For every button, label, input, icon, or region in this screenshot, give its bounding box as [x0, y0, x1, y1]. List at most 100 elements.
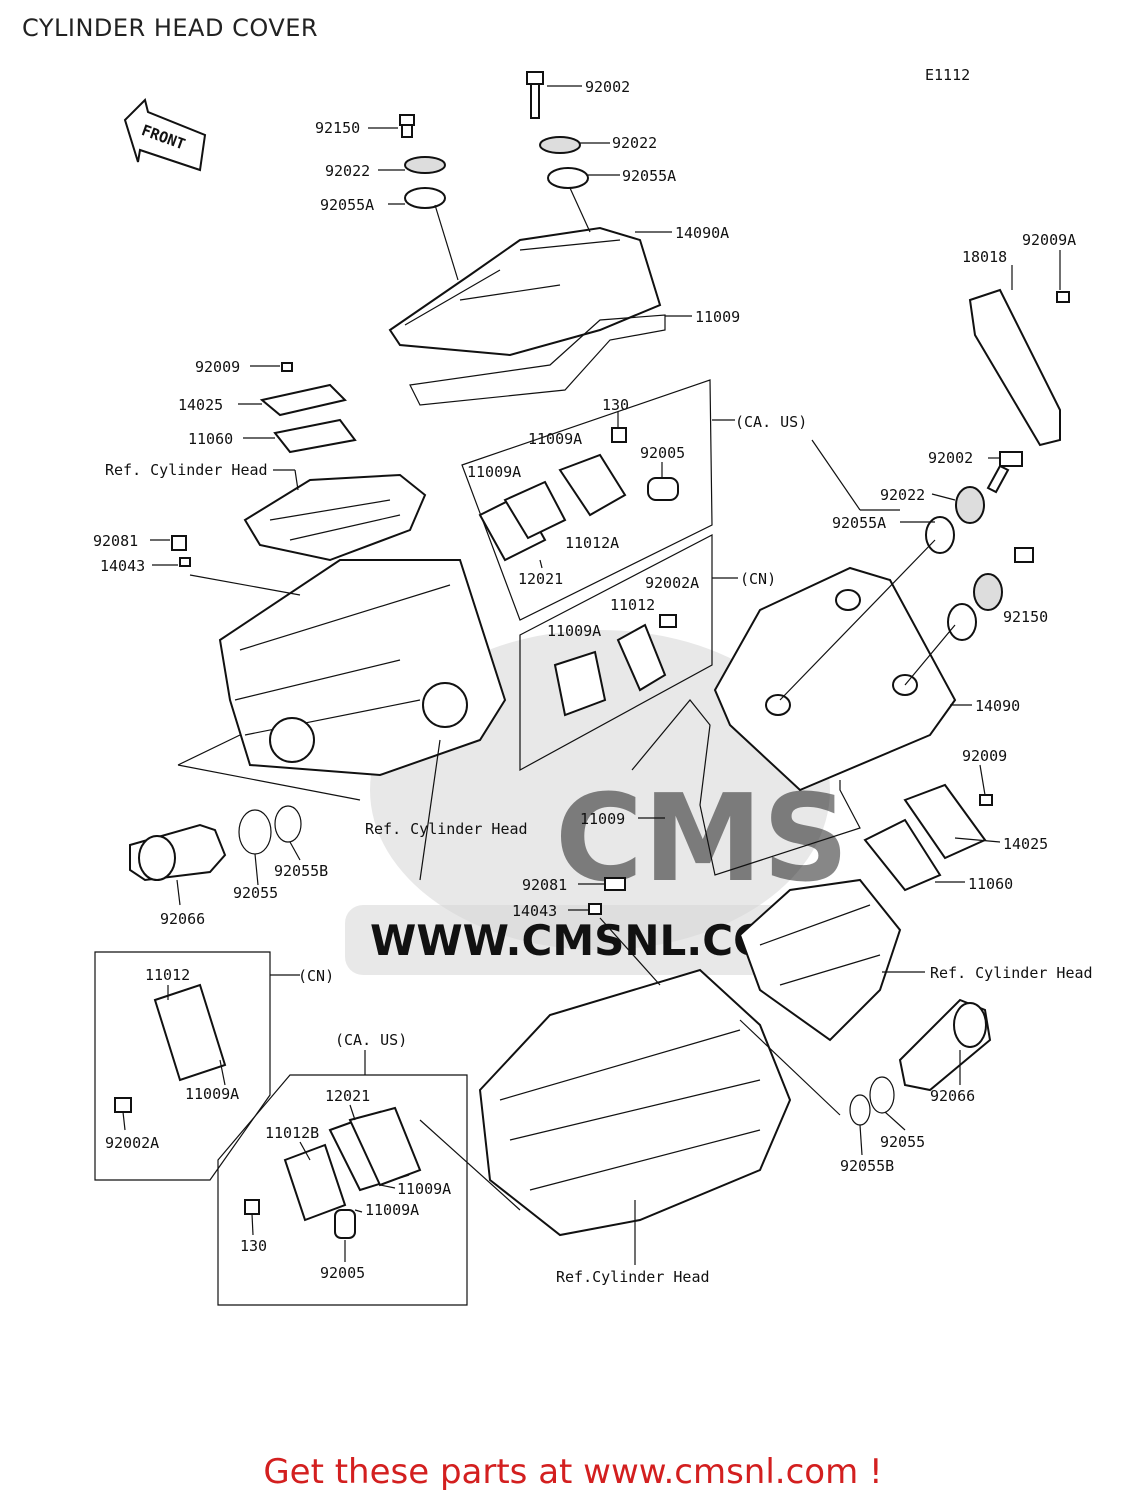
- screw-92009-left: [281, 362, 293, 372]
- label-11012A: 11012A: [565, 534, 619, 552]
- label-92009-left: 92009: [195, 358, 240, 376]
- diagram-code: E1112: [925, 66, 970, 84]
- label-11012B: 11012B: [265, 1124, 319, 1142]
- label-92022-right2: 92022: [880, 486, 925, 504]
- label-14043-right: 14043: [512, 902, 557, 920]
- reed-11012A: [558, 453, 627, 517]
- bolt-92002-top: [526, 71, 544, 119]
- head-cover-14090A: [388, 226, 662, 357]
- label-cn-top: (CN): [740, 570, 776, 588]
- screw-92009A: [1056, 291, 1070, 303]
- label-92055A-right2: 92055A: [832, 514, 886, 532]
- label-11009A-cn: 11009A: [547, 622, 601, 640]
- oring-92055B-right: [849, 1094, 871, 1126]
- dowel-14043-right: [588, 903, 602, 915]
- washer-92022-right: [539, 136, 581, 154]
- page-title: CYLINDER HEAD COVER: [22, 14, 319, 42]
- label-11009-mid: 11009: [580, 810, 625, 828]
- label-11009-top: 11009: [695, 308, 740, 326]
- label-14043-left: 14043: [100, 557, 145, 575]
- label-92002A-cn: 92002A: [645, 574, 699, 592]
- grommet-92055A-right: [547, 167, 589, 189]
- cover-11012-cn2: [153, 983, 227, 1082]
- group-box-ca-us-top: [461, 379, 713, 621]
- spring-92081-left: [171, 535, 187, 551]
- plug-92005-b: [334, 1209, 356, 1239]
- grommet-92055A-right2: [925, 516, 955, 554]
- spring-92081-right: [604, 877, 626, 891]
- label-14090: 14090: [975, 697, 1020, 715]
- cylinder-head-right-main: [478, 968, 792, 1237]
- reed-11009A-b: [348, 1106, 422, 1187]
- label-11009A-2: 11009A: [467, 463, 521, 481]
- gasket-11060-left: [273, 418, 357, 454]
- bolt-92002A-cn2: [114, 1097, 132, 1113]
- elbow-92066-left-end: [138, 835, 176, 881]
- dowel-14043-left: [179, 557, 191, 567]
- oring-92055-right: [869, 1076, 895, 1114]
- plug-92005-top: [647, 477, 679, 501]
- bolt-92150-top: [399, 114, 415, 138]
- label-cn-bottom: (CN): [298, 967, 334, 985]
- washer-92150-right: [973, 573, 1003, 611]
- label-92022-right: 92022: [612, 134, 657, 152]
- label-92066-right: 92066: [930, 1087, 975, 1105]
- bolt-130-top: [611, 427, 627, 443]
- part-labels: 92002 92150 92022 92022 92055A 92055A 14…: [93, 78, 1093, 1286]
- group-box-ca-us-bottom: [217, 1074, 468, 1306]
- label-92150-top: 92150: [315, 119, 360, 137]
- front-arrow-icon: FRONT: [123, 98, 207, 172]
- label-11009A-cn2: 11009A: [185, 1085, 239, 1103]
- label-ca-us-bottom: (CA. US): [335, 1031, 407, 1049]
- label-11009A-b1: 11009A: [397, 1180, 451, 1198]
- guide-18018: [968, 288, 1061, 447]
- label-92081-right: 92081: [522, 876, 567, 894]
- label-11012-cn: 11012: [610, 596, 655, 614]
- label-92009-right: 92009: [962, 747, 1007, 765]
- label-11060-left: 11060: [188, 430, 233, 448]
- label-92002-right: 92002: [928, 449, 973, 467]
- label-92002A-cn2: 92002A: [105, 1134, 159, 1152]
- label-ref-cylinder-head-3: Ref. Cylinder Head: [930, 964, 1093, 982]
- label-14090A: 14090A: [675, 224, 729, 242]
- oring-92055B-left: [274, 805, 302, 843]
- head-cover-14090: [713, 566, 957, 792]
- label-92081-left: 92081: [93, 532, 138, 550]
- label-92055-left: 92055: [233, 884, 278, 902]
- holder-11012B: [283, 1143, 347, 1222]
- group-box-cn-bottom: [94, 951, 271, 1181]
- label-11012-cn2: 11012: [145, 966, 190, 984]
- grommet-92150-right: [947, 603, 977, 641]
- washer-92022-left: [404, 156, 446, 174]
- reed-11009A-cn: [553, 650, 607, 717]
- label-92002-top: 92002: [585, 78, 630, 96]
- bolt-92150-right: [1014, 547, 1034, 563]
- cylinder-head-left-top: [243, 473, 427, 562]
- label-130-b: 130: [240, 1237, 267, 1255]
- grommet-92055A-left: [404, 187, 446, 209]
- plate-14025-left: [259, 383, 347, 417]
- label-92022-left: 92022: [325, 162, 370, 180]
- cover-11012-cn: [616, 623, 667, 692]
- group-box-cn-top: [519, 534, 713, 772]
- reed-12021: [503, 480, 567, 540]
- label-ref-cylinder-head-4: Ref.Cylinder Head: [556, 1268, 710, 1286]
- label-ca-us-top: (CA. US): [735, 413, 807, 431]
- label-ref-cylinder-head-1: Ref. Cylinder Head: [105, 461, 268, 479]
- label-11060-right: 11060: [968, 875, 1013, 893]
- gasket-11060-right: [863, 818, 942, 892]
- label-92055B-left: 92055B: [274, 862, 328, 880]
- bolt-92002-right: [999, 451, 1023, 467]
- footer-link[interactable]: Get these parts at www.cmsnl.com !: [263, 1452, 883, 1492]
- label-92066-left: 92066: [160, 910, 205, 928]
- plate-14025-right: [903, 783, 987, 860]
- gasket-11009-top: [409, 314, 666, 406]
- bolt-130-b: [244, 1199, 260, 1215]
- gasket-11009-mid: [631, 699, 861, 876]
- label-14025-right: 14025: [1003, 835, 1048, 853]
- label-130-top: 130: [602, 396, 629, 414]
- label-12021-top: 12021: [518, 570, 563, 588]
- label-92055B-right: 92055B: [840, 1157, 894, 1175]
- label-11009A-b2: 11009A: [365, 1201, 419, 1219]
